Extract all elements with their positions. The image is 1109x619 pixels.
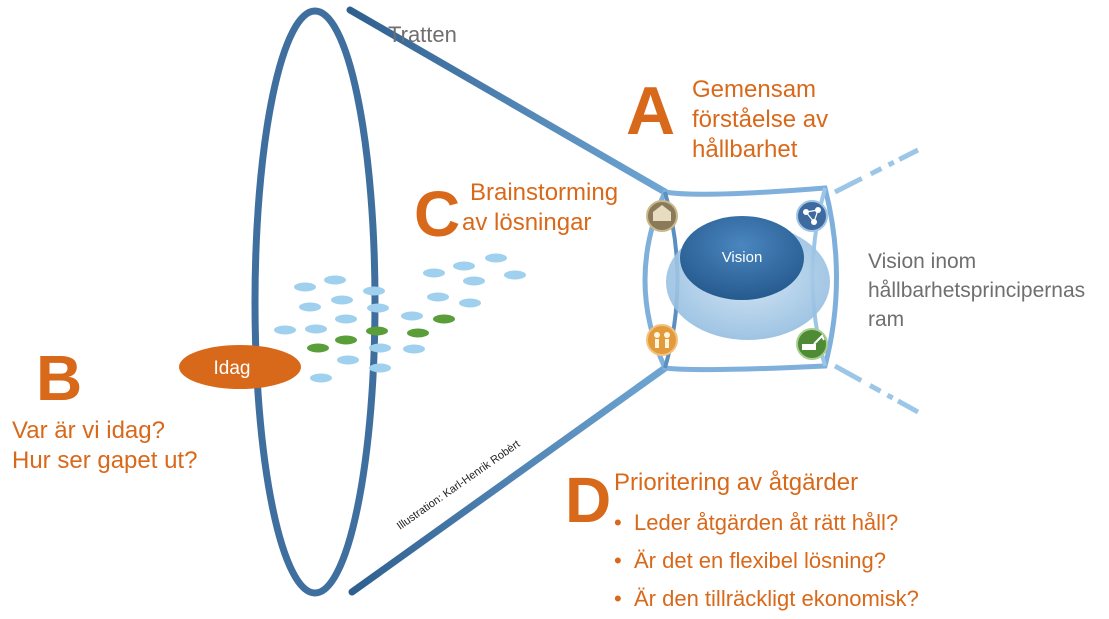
idea-dot <box>310 373 332 383</box>
vision-frame-text: Vision inom hållbarhetsprincipernas ram <box>868 250 1085 331</box>
vision-extension-top <box>833 147 920 195</box>
idea-dot <box>335 314 357 324</box>
funnel-mouth <box>251 7 379 597</box>
idea-dot <box>407 328 429 338</box>
idea-dot <box>427 292 449 302</box>
section-d-heading: Prioritering av åtgärder <box>614 469 858 496</box>
people-icon <box>646 324 678 356</box>
network-icon <box>796 200 828 232</box>
bullet-dot: • <box>614 586 622 611</box>
section-d-letter: D <box>565 464 611 536</box>
vision-frame-line-3: ram <box>868 308 904 331</box>
section-a: A Gemensam förståelse av hållbarhet <box>626 73 828 163</box>
section-a-line-2: förståelse av <box>692 106 828 133</box>
section-b-line-1: Var är vi idag? <box>12 417 165 444</box>
idea-dot <box>294 282 316 292</box>
idea-dot <box>337 355 359 365</box>
idea-dot <box>433 314 455 324</box>
idea-dot <box>305 324 327 334</box>
idea-dot <box>324 275 346 285</box>
idea-dot <box>453 261 475 271</box>
section-a-letter: A <box>626 73 675 149</box>
section-b-letter: B <box>36 342 82 414</box>
section-c-line-2: av lösningar <box>462 209 591 236</box>
idea-dots <box>274 253 526 383</box>
idea-dot <box>504 270 526 280</box>
funnel-bottom-edge <box>348 364 669 596</box>
idea-dot <box>369 363 391 373</box>
section-d-bullet-2: Är det en flexibel lösning? <box>634 548 886 573</box>
idea-dot <box>307 343 329 353</box>
idea-dot <box>403 344 425 354</box>
section-b: B Var är vi idag? Hur ser gapet ut? <box>12 342 197 474</box>
vision-label: Vision <box>722 249 763 266</box>
idea-dot <box>274 325 296 335</box>
section-b-line-2: Hur ser gapet ut? <box>12 447 197 474</box>
vision-core <box>680 216 804 300</box>
vision: Vision <box>666 216 830 340</box>
idag-label: Idag <box>214 358 251 379</box>
section-d: D Prioritering av åtgärder • Leder åtgär… <box>565 464 919 611</box>
idea-dot <box>335 335 357 345</box>
idea-dot <box>401 311 423 321</box>
section-c: C Brainstorming av lösningar <box>414 178 618 250</box>
section-c-letter: C <box>414 178 460 250</box>
funnel-top-edge <box>346 6 669 196</box>
idea-dot <box>485 253 507 263</box>
excavator-icon <box>796 328 828 360</box>
idea-dot <box>459 298 481 308</box>
funnel <box>251 6 669 597</box>
idea-dot <box>369 343 391 353</box>
idea-dot <box>463 276 485 286</box>
section-a-line-1: Gemensam <box>692 76 816 103</box>
idea-dot <box>423 268 445 278</box>
vision-frame-line-2: hållbarhetsprincipernas <box>868 279 1085 302</box>
vision-frame-line-1: Vision inom <box>868 250 976 273</box>
sawmill-icon <box>646 200 678 232</box>
idea-dot <box>331 295 353 305</box>
idea-dot <box>366 326 388 336</box>
funnel-label: Tratten <box>388 22 457 47</box>
section-d-bullet-3: Är den tillräckligt ekonomisk? <box>634 586 919 611</box>
bullet-dot: • <box>614 510 622 535</box>
bullet-dot: • <box>614 548 622 573</box>
section-c-line-1: Brainstorming <box>470 179 618 206</box>
idag-ellipse <box>179 345 301 389</box>
vision-extension-bottom <box>833 363 920 415</box>
section-d-bullet-1: Leder åtgärden åt rätt håll? <box>634 510 898 535</box>
idea-dot <box>363 286 385 296</box>
idag-marker: Idag <box>179 345 301 389</box>
section-a-line-3: hållbarhet <box>692 136 798 163</box>
idea-dot <box>299 302 321 312</box>
idea-dot <box>367 303 389 313</box>
